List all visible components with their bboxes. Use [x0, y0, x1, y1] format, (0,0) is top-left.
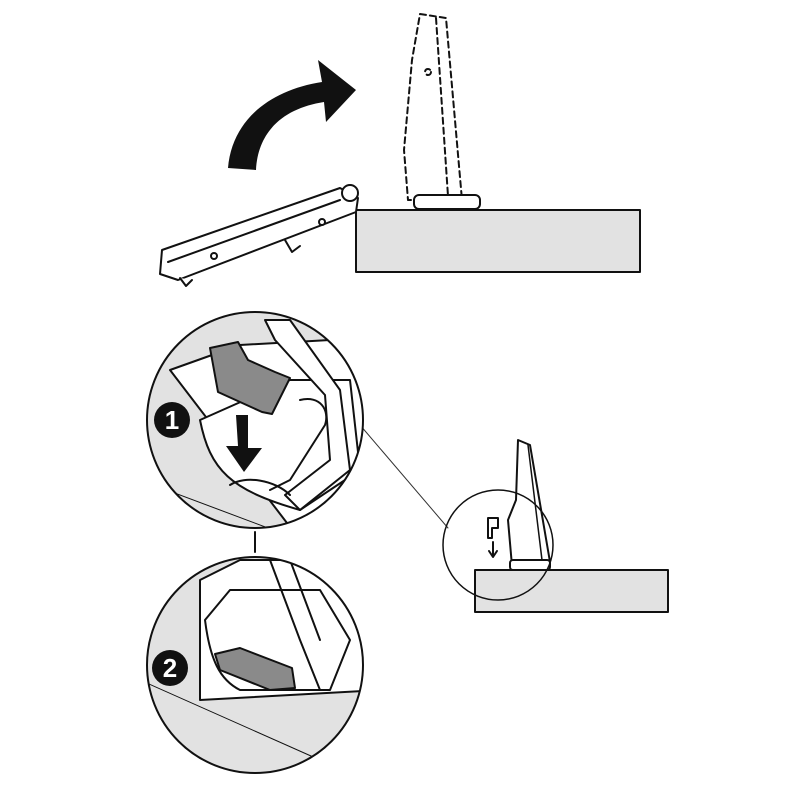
clip-locked-icon — [214, 647, 296, 691]
leader-line — [359, 424, 449, 529]
curved-arrow-icon — [228, 60, 356, 170]
hinge-closed-dashed — [403, 13, 463, 201]
overview-scene — [442, 439, 669, 613]
cabinet-panel-small — [474, 569, 669, 613]
small-clip-icon — [487, 517, 499, 539]
step-badge-2 — [152, 650, 188, 686]
step-number: 2 — [163, 653, 177, 683]
top-scene — [159, 13, 641, 287]
press-down-arrow-icon — [226, 415, 262, 472]
step-2-detail: 2 — [146, 556, 364, 774]
cabinet-panel — [355, 209, 641, 273]
clip-icon — [209, 341, 291, 415]
step-number: 1 — [165, 405, 179, 435]
hinge-open — [159, 184, 359, 287]
step-badge-1 — [154, 402, 190, 438]
mounting-plate — [413, 194, 481, 210]
step-1-detail: 1 — [146, 311, 364, 529]
small-arrow-icon — [488, 541, 498, 558]
